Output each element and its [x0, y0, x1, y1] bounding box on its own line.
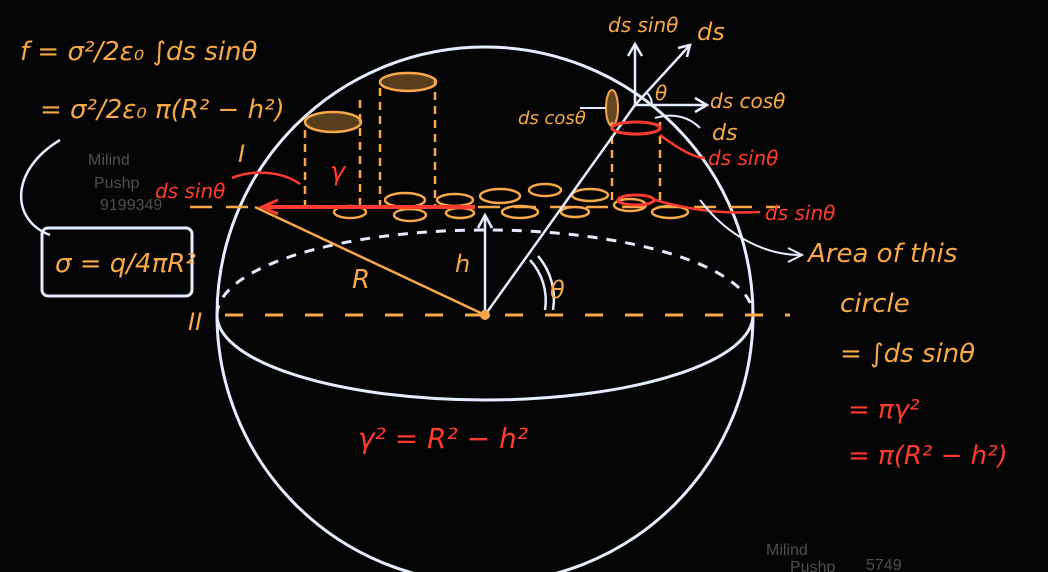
label-ds-sin-red-2: ds sinθ [765, 201, 835, 225]
note-result-2: = π(R² − h²) [848, 441, 1008, 471]
ds-vector [634, 44, 691, 106]
red-curve-arrow [231, 171, 301, 186]
height-arrow [476, 212, 494, 229]
label-roman-one: I [238, 140, 245, 168]
theta-arc-2 [537, 255, 556, 311]
watermark-last-2: Pushp [790, 559, 835, 572]
label-roman-two: II [188, 308, 202, 336]
ds-cos-vector-head [694, 96, 710, 114]
theta-top-arc [645, 91, 654, 106]
ds-sin-vector-head [626, 41, 644, 57]
watermark-last-1: Pushp [94, 175, 139, 192]
label-ds: ds [712, 121, 737, 146]
watermark-phone-2: 5749 [866, 557, 902, 572]
label-ds-sin-red-1: ds sinθ [708, 146, 778, 170]
watermark-name-1: Milind [88, 152, 130, 169]
label-radius: R [352, 265, 370, 295]
watermark-phone-1: 9199349 [100, 197, 162, 214]
red-sin-pointer [659, 133, 706, 160]
theta-arc [529, 259, 547, 311]
note-area-line-2: circle [840, 289, 910, 319]
center-dot [480, 310, 490, 320]
label-ds-sin-top: ds sinθ [608, 13, 678, 37]
watermark-name-2: Milind [766, 542, 808, 559]
formula-line-1: f = σ²/2ε₀ ∫ds sinθ [20, 37, 258, 67]
red-ring-top [610, 120, 662, 136]
label-ds-sin-left: ds sinθ [155, 179, 225, 203]
red-arrow-head [258, 198, 279, 216]
formula-line-2: = σ²/2ε₀ π(R² − h²) [40, 95, 285, 125]
area-pointer-head [787, 247, 805, 263]
label-ds-cos-left: ds cosθ [518, 108, 586, 129]
note-area-line-1: Area of this [806, 239, 957, 269]
label-gamma: γ [330, 157, 347, 187]
ds-vector-head [677, 43, 692, 58]
red-sin-pointer-2 [654, 198, 761, 214]
area-pointer [699, 199, 801, 256]
area-element [605, 89, 619, 127]
radius-to-element [483, 104, 637, 316]
red-ring-bottom [616, 193, 656, 207]
link-curve [19, 138, 61, 237]
label-theta-top: θ [655, 81, 667, 105]
equator-back [215, 228, 755, 316]
ds-curve-arrow [654, 114, 701, 129]
equator-front [215, 314, 755, 402]
sigma-box [40, 226, 194, 298]
label-theta: θ [550, 276, 565, 304]
label-height: h [455, 250, 470, 278]
note-result-1: = πγ² [848, 395, 920, 425]
label-ds-cos-right: ds cosθ [710, 89, 785, 113]
center-equation: γ² = R² − h² [358, 422, 528, 455]
label-ds-vec: ds [697, 18, 725, 46]
sigma-formula: σ = q/4πR² [55, 249, 196, 279]
radius-line [254, 205, 486, 317]
charge-cylinders [303, 71, 662, 205]
note-area-line-3: = ∫ds sinθ [840, 339, 975, 369]
cap-disc [332, 182, 690, 223]
